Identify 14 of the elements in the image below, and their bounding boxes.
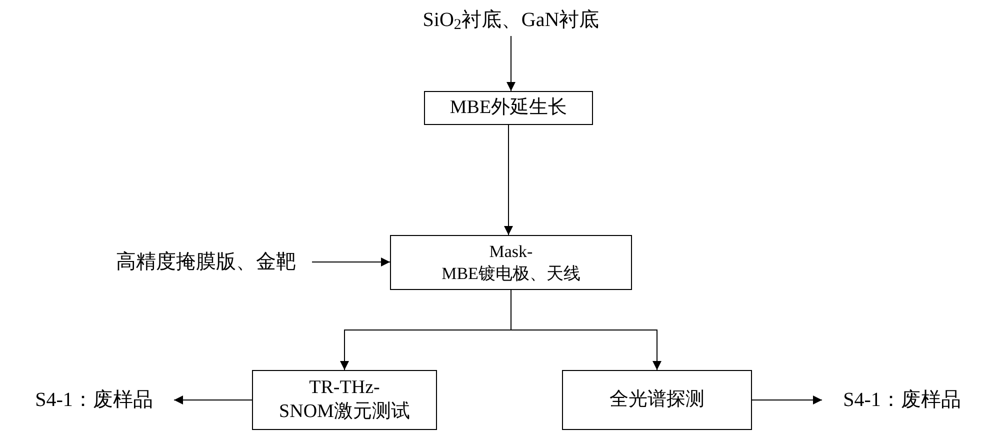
arrow — [174, 396, 252, 404]
arrow — [752, 396, 822, 404]
process-box: Mask- MBE镀电极、天线 — [390, 235, 632, 290]
text-label: SiO$_{2}$衬底、GaN衬底 — [380, 4, 642, 36]
arrow — [510, 290, 662, 370]
text-label: 高精度掩膜版、金靶 — [100, 247, 312, 277]
arrow — [312, 258, 390, 266]
process-box: MBE外延生长 — [424, 91, 593, 125]
arrow — [506, 36, 516, 92]
process-box: 全光谱探测 — [562, 370, 752, 430]
process-box: TR-THz- SNOM激元测试 — [252, 370, 437, 430]
arrow — [504, 124, 513, 236]
text-label: S4-1：废样品 — [14, 385, 174, 415]
text-label: S4-1：废样品 — [822, 385, 982, 415]
